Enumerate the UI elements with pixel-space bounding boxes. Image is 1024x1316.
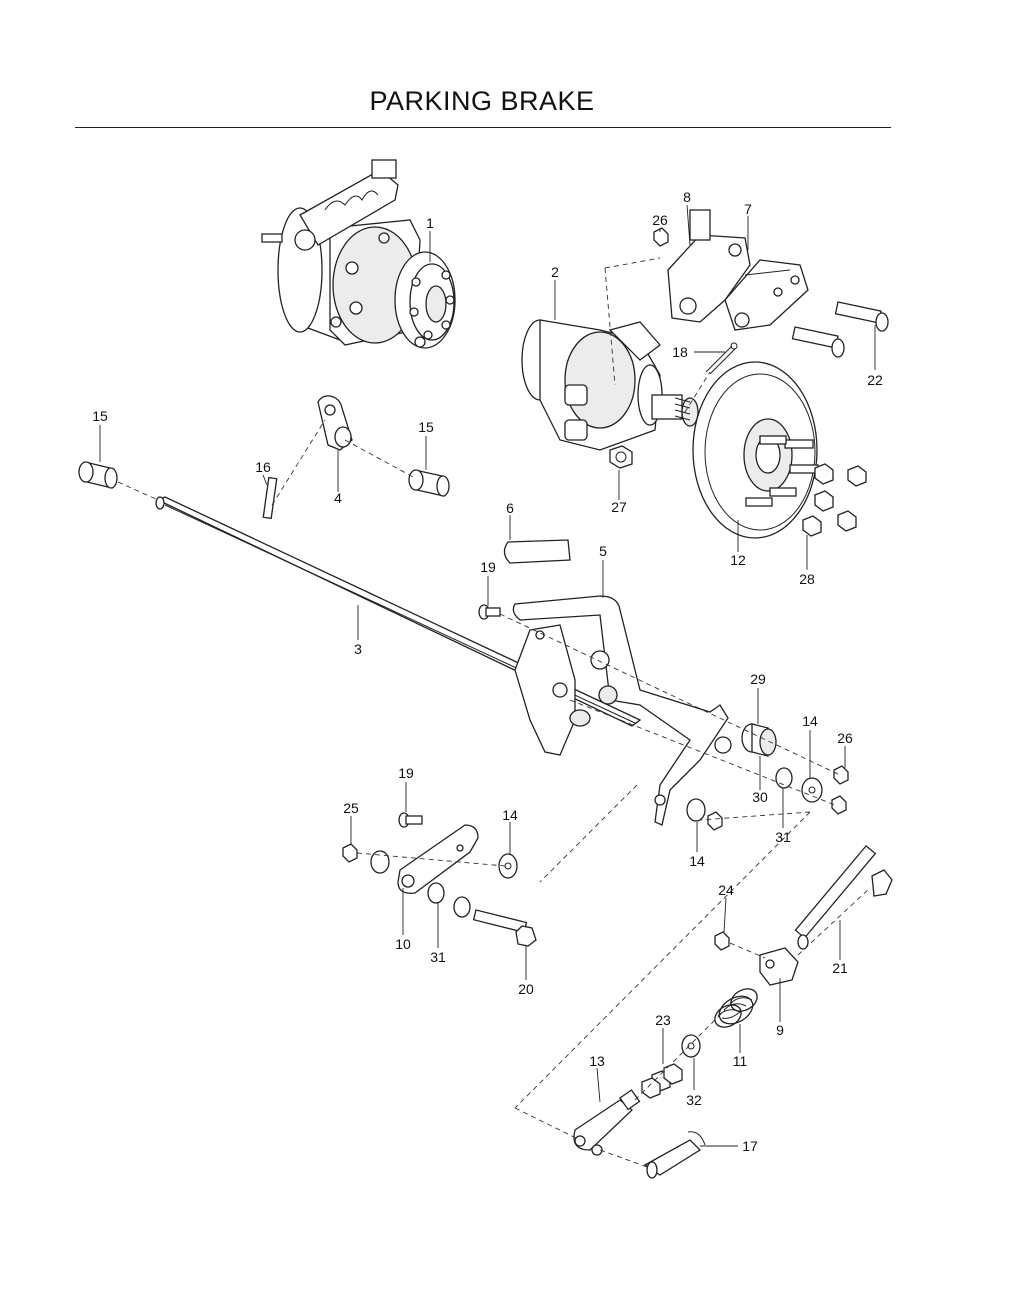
part-26-nut-top — [653, 227, 669, 247]
callout-31-left: 31 — [430, 949, 446, 965]
callout-3: 3 — [354, 641, 362, 657]
callout-21: 21 — [832, 960, 848, 976]
part-27-nut — [609, 445, 633, 469]
callout-10: 10 — [395, 936, 411, 952]
part-20-bolt — [472, 909, 537, 947]
part-5-brake-lever — [512, 595, 732, 826]
callout-7: 7 — [744, 201, 752, 217]
part-19-bolt-upper — [478, 604, 501, 620]
callout-30: 30 — [752, 789, 768, 805]
part-32-washer — [681, 1034, 701, 1058]
callout-18: 18 — [672, 344, 688, 360]
part-29-spacer — [741, 723, 777, 757]
callout-6: 6 — [506, 500, 514, 516]
callout-9: 9 — [776, 1022, 784, 1038]
callout-14-left: 14 — [502, 807, 518, 823]
part-14-washer-left — [498, 853, 518, 879]
callout-5: 5 — [599, 543, 607, 559]
callout-11: 11 — [733, 1053, 748, 1069]
part-28-lug-nuts — [802, 463, 867, 537]
callout-26-top: 26 — [652, 212, 668, 228]
washer-left — [370, 850, 390, 874]
callout-25: 25 — [343, 800, 359, 816]
callout-14-center: 14 — [689, 853, 705, 869]
assembly-lines — [117, 257, 871, 1169]
callout-13: 13 — [589, 1053, 605, 1069]
callout-20: 20 — [518, 981, 534, 997]
callout-19-upper: 19 — [480, 559, 496, 575]
part-2-wheel-motor — [521, 319, 699, 451]
part-25-nut — [342, 843, 358, 863]
callout-32: 32 — [686, 1092, 702, 1108]
callout-28: 28 — [799, 571, 815, 587]
part-10-link-arm — [397, 824, 479, 894]
part-31-washer-right — [775, 767, 793, 789]
part-13-clevis — [573, 1089, 641, 1156]
callout-19-lower: 19 — [398, 765, 414, 781]
part-14-washer-center — [686, 798, 723, 831]
page-title: PARKING BRAKE — [369, 86, 595, 116]
callout-31-right: 31 — [775, 829, 791, 845]
part-8-caliper-bracket — [667, 209, 751, 323]
nut-right-lower — [831, 795, 847, 815]
part-6-grip-clip — [503, 539, 571, 564]
callout-16: 16 — [255, 459, 271, 475]
callout-26-right: 26 — [837, 730, 853, 746]
leader-lines — [99, 204, 876, 1147]
callout-2: 2 — [551, 264, 559, 280]
callout-23: 23 — [655, 1012, 671, 1028]
part-12-brake-disc-hub — [692, 361, 819, 539]
title-rule — [75, 127, 891, 128]
part-18-cotter-pin — [705, 342, 738, 375]
part-16-roll-pin — [262, 476, 278, 520]
callout-12: 12 — [730, 552, 746, 568]
part-15-bushing-right — [408, 469, 450, 497]
part-14-washer-right — [801, 777, 823, 803]
part-24-nut — [714, 931, 730, 951]
callout-15-right: 15 — [418, 419, 434, 435]
part-22-bolts — [791, 301, 889, 358]
callout-22: 22 — [867, 372, 883, 388]
part-19-bolt-lower — [398, 812, 423, 828]
callout-15-left: 15 — [92, 408, 108, 424]
callout-24: 24 — [718, 882, 734, 898]
part-23-jam-nuts — [641, 1063, 683, 1099]
callout-14-right: 14 — [802, 713, 818, 729]
part-9-trunnion — [759, 947, 799, 986]
part-15-bushing-left — [78, 461, 118, 489]
callout-1: 1 — [426, 215, 434, 231]
washer-left-2 — [453, 896, 471, 918]
part-21-bolt — [794, 844, 893, 950]
part-7-caliper-assembly — [724, 259, 809, 331]
part-17-clevis-pin — [643, 1131, 706, 1179]
callout-27: 27 — [611, 499, 627, 515]
part-26-nut-right — [833, 765, 849, 785]
callout-8: 8 — [683, 189, 691, 205]
part-1-wheel-motor-brake-assembly — [261, 159, 456, 349]
callout-29: 29 — [750, 671, 766, 687]
part-4-pivot-bracket — [317, 395, 353, 451]
callout-labels: 1 2 3 4 5 6 7 8 9 10 11 12 13 14 14 14 1… — [92, 189, 883, 1154]
callout-17: 17 — [742, 1138, 758, 1154]
part-31-washer-left — [427, 882, 445, 904]
brake-handle-plate — [514, 624, 618, 756]
part-11-spring — [714, 988, 758, 1028]
callout-4: 4 — [334, 490, 342, 506]
